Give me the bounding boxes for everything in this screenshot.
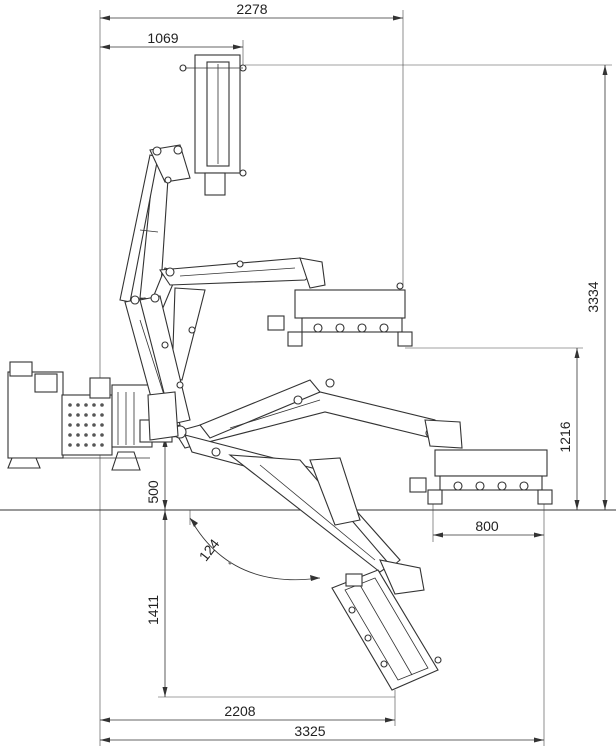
dim-top-outer: 2278 [99,1,404,720]
arm-position-low [173,378,553,505]
dim-label-right-mid: 1216 [557,421,573,452]
arm-position-top [119,54,247,303]
dim-label-top-inner: 1069 [147,30,178,46]
dim-head-width: 800 [432,500,545,720]
dim-label-head-width: 800 [475,518,499,534]
dim-reach-below: 2208 [100,690,396,726]
dim-below-ground: 500 [145,436,178,510]
arm-position-mid [149,257,413,381]
dim-right-total: 3334 [245,64,612,510]
dim-label-reach-below: 2208 [224,703,255,719]
tractor-base [7,361,173,471]
dim-label-depth-below: 1411 [145,595,161,625]
dim-right-mid: 1216 [405,347,583,510]
main-mast [124,293,191,441]
dim-angle: 124 [189,510,321,581]
dim-total-reach: 3325 [99,720,545,746]
arm-position-below [184,434,442,691]
dim-label-total-reach: 3325 [294,723,325,739]
dim-top-inner: 1069 [100,30,244,70]
dim-label-top-outer: 2278 [236,1,267,17]
dim-label-below-ground: 500 [145,480,161,504]
dim-depth-below: 1411 [145,510,395,698]
dim-label-right-total: 3334 [585,281,601,312]
dim-label-angle: 124 [196,536,223,564]
